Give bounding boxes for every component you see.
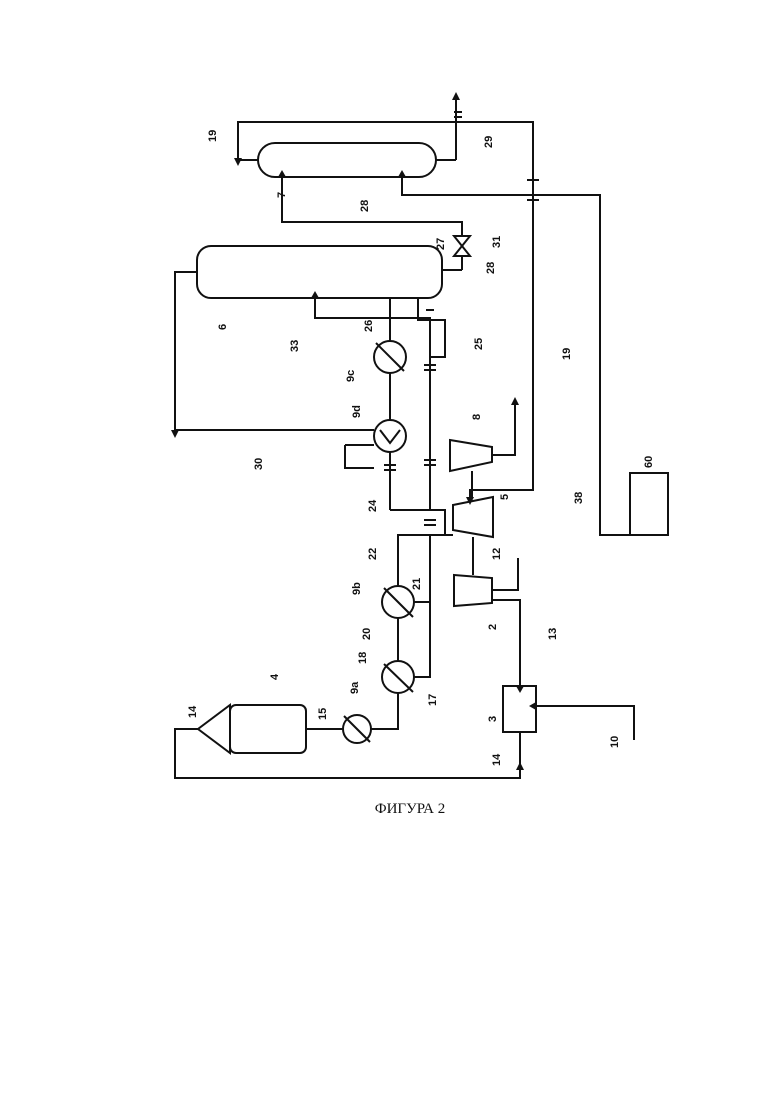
label-4: 4 — [269, 673, 281, 680]
svg-text:24: 24 — [367, 499, 379, 512]
svg-text:30: 30 — [253, 458, 265, 470]
svg-text:14: 14 — [187, 705, 199, 718]
label-26: 26 — [363, 320, 375, 332]
svg-text:14: 14 — [491, 753, 503, 766]
svg-text:4: 4 — [269, 673, 281, 680]
vessel-6 — [197, 246, 442, 298]
label-30: 30 — [253, 458, 265, 470]
box-60 — [630, 473, 668, 535]
svg-text:7: 7 — [276, 192, 288, 198]
svg-text:9a: 9a — [349, 681, 361, 694]
label-13: 13 — [547, 628, 559, 640]
label-9d: 9d — [351, 405, 363, 418]
label-25: 25 — [473, 338, 485, 350]
label-15: 15 — [317, 708, 329, 720]
svg-text:15: 15 — [317, 708, 329, 720]
label-21: 21 — [411, 578, 423, 590]
svg-text:21: 21 — [411, 578, 423, 590]
label-31: 31 — [491, 236, 503, 248]
svg-text:19: 19 — [561, 348, 573, 360]
svg-text:22: 22 — [367, 548, 379, 560]
label-38: 38 — [573, 492, 585, 504]
svg-text:12: 12 — [491, 548, 503, 560]
svg-text:6: 6 — [217, 324, 229, 330]
label-2: 2 — [487, 624, 499, 630]
label-29: 29 — [483, 136, 495, 148]
reactor-4 — [230, 705, 306, 753]
svg-text:38: 38 — [573, 492, 585, 504]
svg-text:10: 10 — [609, 736, 621, 748]
svg-text:28: 28 — [485, 262, 497, 274]
label-20: 20 — [361, 628, 373, 640]
svg-text:60: 60 — [643, 456, 655, 468]
label-19-right: 19 — [561, 348, 573, 360]
svg-text:5: 5 — [499, 494, 511, 500]
label-3: 3 — [487, 716, 499, 722]
label-33: 33 — [289, 340, 301, 352]
svg-text:33: 33 — [289, 340, 301, 352]
compressor-5 — [453, 497, 493, 537]
svg-text:17: 17 — [427, 694, 439, 706]
label-10: 10 — [609, 736, 621, 748]
figure-caption: ФИГУРА 2 — [0, 801, 780, 818]
label-19-top: 19 — [207, 130, 219, 142]
svg-text:31: 31 — [491, 236, 503, 248]
vessel-7 — [258, 143, 436, 177]
label-7: 7 — [276, 192, 288, 198]
svg-text:8: 8 — [471, 414, 483, 420]
label-24: 24 — [367, 499, 379, 512]
label-60: 60 — [643, 456, 655, 468]
svg-text:29: 29 — [483, 136, 495, 148]
svg-text:13: 13 — [547, 628, 559, 640]
svg-text:9c: 9c — [345, 370, 357, 382]
svg-text:20: 20 — [361, 628, 373, 640]
label-28-upper: 28 — [359, 200, 371, 212]
label-28-lower: 28 — [485, 262, 497, 274]
heat-exchanger-9d — [374, 420, 406, 452]
label-9b: 9b — [351, 582, 363, 595]
compressor-2 — [454, 575, 492, 606]
label-18: 18 — [357, 652, 369, 664]
svg-text:25: 25 — [473, 338, 485, 350]
label-8: 8 — [471, 414, 483, 420]
label-14-left: 14 — [187, 705, 199, 718]
svg-text:28: 28 — [359, 200, 371, 212]
label-9a: 9a — [349, 681, 361, 694]
reactor-4-cone — [198, 705, 230, 753]
svg-text:2: 2 — [487, 624, 499, 630]
label-17: 17 — [427, 694, 439, 706]
svg-text:3: 3 — [487, 716, 499, 722]
label-5: 5 — [499, 494, 511, 500]
svg-text:9b: 9b — [351, 582, 363, 595]
svg-text:26: 26 — [363, 320, 375, 332]
svg-text:27: 27 — [435, 238, 447, 250]
svg-text:9d: 9d — [351, 405, 363, 418]
turbine-8 — [450, 440, 492, 471]
label-27: 27 — [435, 238, 447, 250]
svg-text:19: 19 — [207, 130, 219, 142]
block-3 — [503, 686, 536, 732]
label-9c: 9c — [345, 370, 357, 382]
label-22: 22 — [367, 548, 379, 560]
label-6: 6 — [217, 324, 229, 330]
label-14-bottom: 14 — [491, 753, 503, 766]
label-12: 12 — [491, 548, 503, 560]
svg-text:18: 18 — [357, 652, 369, 664]
